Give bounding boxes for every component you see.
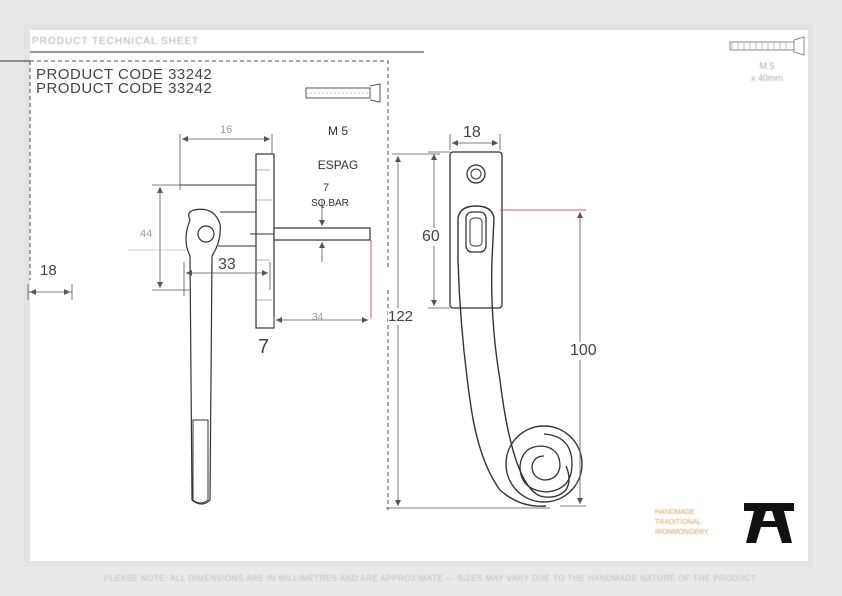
sheet-header: PRODUCT TECHNICAL SHEET: [32, 36, 200, 47]
dim-side-height: [128, 184, 190, 291]
footer-disclaimer: PLEASE NOTE: ALL DIMENSIONS ARE IN MILLI…: [104, 574, 757, 583]
dim-label-122: 122: [388, 308, 414, 325]
dim-label-33: 33: [218, 256, 236, 273]
dim-label-side-top: 16: [220, 124, 233, 136]
screw-caption-line-1: M 5: [759, 61, 775, 71]
screw-caption-line-2: x 40mm: [750, 73, 783, 83]
handle-side-profile: [185, 208, 221, 505]
brand-line-3: IRONMONGERY: [655, 529, 709, 536]
dim-label-60: 60: [422, 228, 440, 246]
screw-caption: M 5 x 40mm: [742, 60, 792, 84]
handle-front-view: [449, 151, 583, 507]
spindle-bar: [250, 227, 371, 241]
dim-side-top: [179, 134, 273, 190]
dim-side-33: [183, 262, 271, 296]
bar-type-label: SQ.BAR: [311, 198, 349, 209]
screw-size-label: M 5: [327, 124, 348, 138]
drawing-frame: [24, 24, 814, 567]
espag-screw-icon: [305, 83, 381, 103]
screw-type-label: ESPAG: [317, 158, 359, 172]
side-view-dashed-box: [29, 60, 389, 510]
brand-tagline: HANDMADE TRADITIONAL IRONMONGERY: [655, 508, 735, 538]
bar-size-label: 7: [322, 182, 330, 194]
dim-label-plate-thickness: 7: [258, 336, 270, 358]
dim-label-spindle-length: 34: [312, 312, 324, 323]
backplate-side: [255, 153, 275, 329]
dim-label-top-18: 18: [463, 124, 481, 141]
brand-line-2: TRADITIONAL: [655, 519, 702, 526]
brand-line-1: HANDMADE: [655, 509, 696, 516]
product-code-line-1: PRODUCT CODE 33242: [36, 66, 213, 83]
dim-label-side-height: 44: [140, 228, 153, 240]
dim-front-top-width: [449, 134, 501, 150]
screw-illustration-icon: [729, 36, 805, 56]
dim-spindle-length: [273, 240, 372, 328]
dim-bar-7: [319, 200, 325, 262]
product-code-line-2: PRODUCT CODE 33242: [36, 80, 213, 97]
dim-label-100: 100: [570, 342, 597, 360]
dim-front-122: [386, 153, 550, 509]
dim-base-18: [27, 284, 73, 300]
brand-logo-icon: [744, 503, 794, 543]
dim-label-base-18: 18: [40, 262, 57, 279]
